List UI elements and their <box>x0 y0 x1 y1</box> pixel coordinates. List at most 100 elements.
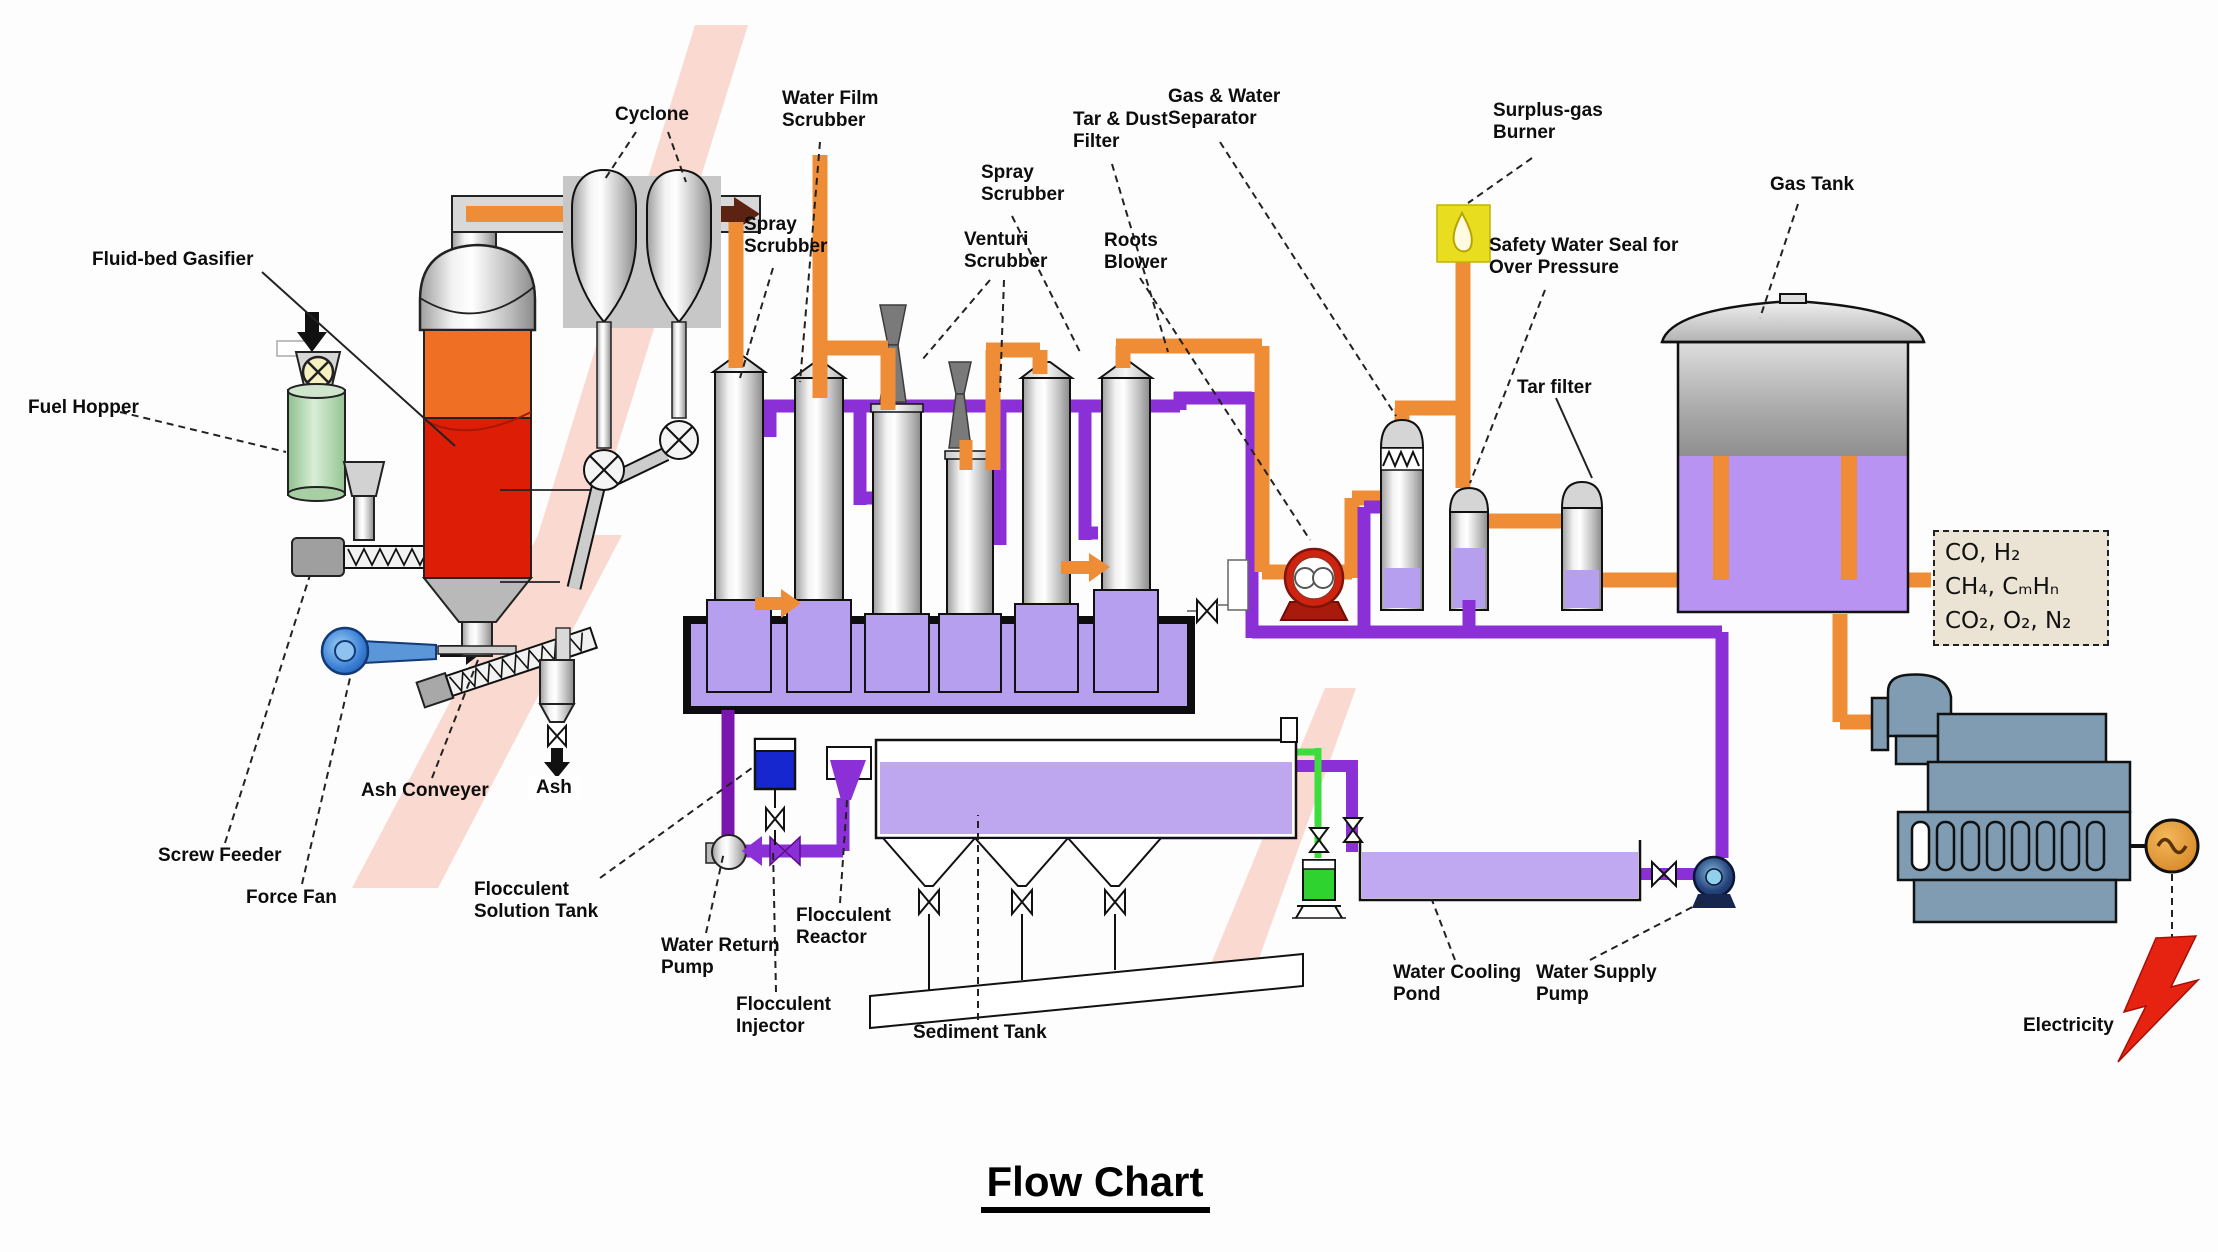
tank-dome <box>1660 299 1926 344</box>
label-ash-conveyer: Ash Conveyer <box>361 780 489 801</box>
surplus-gas-burner <box>1436 204 1491 263</box>
screw-icon <box>347 546 429 568</box>
gasifier-lower-bed <box>423 417 532 579</box>
ash-valve-icon <box>547 723 559 749</box>
cylinder-slot <box>2010 820 2031 872</box>
feeder-motor <box>291 537 345 577</box>
cylinder-slot <box>2035 820 2056 872</box>
label-fluid-bed-gasifier: Fluid-bed Gasifier <box>92 249 254 270</box>
check-valve-icon <box>1308 827 1330 842</box>
cylinder-slot <box>2085 820 2106 872</box>
engine-inlet-flange <box>1870 696 1890 752</box>
screw-feeder <box>291 533 447 583</box>
hopper-body <box>287 389 346 496</box>
label-safety-water-seal: Safety Water Seal for Over Pressure <box>1489 235 1679 278</box>
gas-composition-line: CO₂, O₂, N₂ <box>1945 608 2072 634</box>
seal-water <box>1453 548 1485 608</box>
label-force-fan: Force Fan <box>246 887 337 908</box>
drain-valve-icon <box>1104 887 1117 917</box>
gas-flow-arrow-icon <box>716 197 760 231</box>
fuel-hopper <box>276 312 386 541</box>
check-valve-icon <box>1342 817 1364 832</box>
label-water-cooling-pond: Water Cooling Pond <box>1393 962 1522 1005</box>
engine-intake <box>1886 673 1953 738</box>
column-wells <box>706 589 1159 693</box>
gas-flow-arrows <box>755 553 1110 618</box>
reactor-funnel <box>830 760 866 800</box>
feed-arrow-icon <box>297 312 327 352</box>
spray-scrubber-2-column <box>1018 361 1076 626</box>
label-ash: Ash <box>528 776 580 800</box>
pond-walls <box>1358 840 1642 902</box>
cylinder-slot <box>1935 820 1956 872</box>
label-spray-scrubber-1: Spray Scrubber <box>744 214 828 257</box>
venturi-nozzle-icon <box>879 304 907 346</box>
label-flocculent-solution-tank: Flocculent Solution Tank <box>474 879 599 922</box>
separator-water <box>1384 568 1420 608</box>
venturi-nozzle-icon <box>948 361 972 395</box>
hopper-discharge <box>342 461 386 497</box>
water-cooling-pond <box>1358 840 1677 902</box>
pump-base <box>1692 894 1736 908</box>
tar-dust-filter-column <box>1096 361 1156 616</box>
label-flocculent-injector: Flocculent Injector <box>736 994 832 1037</box>
tar-filter-liquid <box>1565 570 1599 608</box>
gas-composition-line: CO, H₂ <box>1945 540 2021 566</box>
label-gas-tank: Gas Tank <box>1770 174 1855 195</box>
fan-outlet <box>360 639 437 665</box>
pond-water <box>1362 852 1638 898</box>
generator <box>2130 818 2200 938</box>
drain-valve-icon <box>918 887 931 917</box>
venturi-scrubber-column-2 <box>944 450 996 631</box>
drain-valve-icon <box>1011 887 1024 917</box>
hopper-cone <box>880 837 978 887</box>
label-gas-water-separator: Gas & Water Separator <box>1168 86 1281 129</box>
feeder-housing <box>343 545 437 569</box>
label-cyclone: Cyclone <box>615 104 689 125</box>
ash-arrow-icon <box>544 748 570 778</box>
flow-arrow-icon <box>742 836 762 866</box>
flow-arrow-icon <box>1061 553 1110 582</box>
venturi-nozzles <box>879 304 972 449</box>
label-venturi-scrubber: Venturi Scrubber <box>964 229 1048 272</box>
flame-icon <box>1452 210 1473 253</box>
cylinder-slot <box>1985 820 2006 872</box>
label-fuel-hopper: Fuel Hopper <box>28 397 139 418</box>
label-flocculent-reactor: Flocculent Reactor <box>796 905 892 948</box>
label-sediment-tank: Sediment Tank <box>913 1022 1047 1043</box>
gasifier-cone <box>421 577 534 623</box>
check-valve-icon <box>1651 859 1666 889</box>
label-spray-scrubber-2: Spray Scrubber <box>981 162 1065 205</box>
injector-valve-icon <box>769 835 787 867</box>
gas-composition-box: CO, H₂ CH₄, CₘHₙ CO₂, O₂, N₂ <box>1933 530 2109 646</box>
blower-lobe <box>1312 567 1334 589</box>
check-valve-icon <box>1196 597 1209 625</box>
tank-water-seal <box>1678 456 1908 612</box>
cyclones <box>563 168 721 590</box>
gasifier-dome <box>418 243 537 332</box>
leader-lines <box>119 131 1799 1020</box>
ash-container <box>539 659 575 705</box>
gas-water-separator <box>1379 418 1425 611</box>
lightning-icon <box>2117 935 2201 1063</box>
label-tar-filter: Tar filter <box>1517 377 1592 398</box>
label-water-film-scrubber: Water Film Scrubber <box>782 88 879 131</box>
separator-dome <box>1379 418 1425 449</box>
label-electricity: Electricity <box>2023 1015 2114 1036</box>
basin-outlet <box>1187 559 1249 625</box>
diagram-title: Flow Chart <box>950 1158 1240 1213</box>
engine <box>1870 673 2132 924</box>
cylinder-slot <box>2060 820 2081 872</box>
flocculent-solution-tank <box>753 737 797 845</box>
flocculent-reactor <box>826 746 872 800</box>
cylinder-slot <box>1910 820 1931 872</box>
cylinder-slot <box>1960 820 1981 872</box>
safety-water-seal <box>1448 486 1490 611</box>
check-valve-icon <box>765 805 777 833</box>
hopper-cone <box>972 837 1071 887</box>
label-surplus-gas-burner: Surplus-gas Burner <box>1493 100 1603 143</box>
ash-bin <box>538 627 576 778</box>
gasifier-upper-bed <box>423 329 532 419</box>
water-pipes-scrubbers <box>763 391 1259 638</box>
